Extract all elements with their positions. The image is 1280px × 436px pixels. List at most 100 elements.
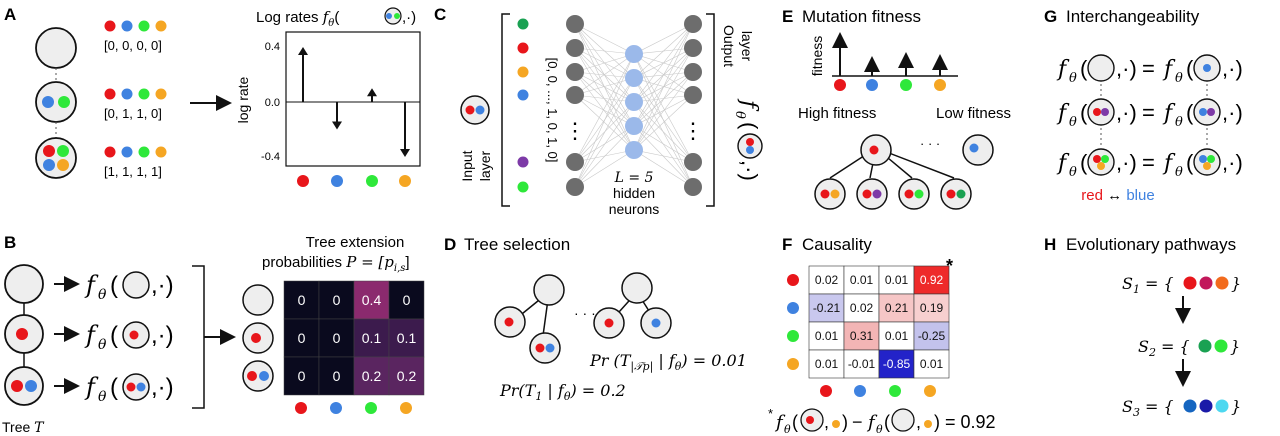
svg-text:(: (	[110, 322, 118, 349]
svg-text:f: f	[1056, 151, 1070, 176]
hidden-neuron	[625, 117, 643, 135]
svg-text:f: f	[736, 98, 761, 112]
panel-title: Mutation fitness	[802, 7, 921, 26]
matrix-cell	[353, 356, 390, 396]
svg-text:,: ,	[824, 412, 829, 432]
svg-text:θ: θ	[784, 423, 791, 436]
causality-cell	[843, 293, 880, 323]
svg-text:(: (	[884, 412, 890, 432]
svg-text:S3 = {: S3 = {	[1122, 397, 1174, 419]
matrix-cell-value: 0.1	[362, 330, 382, 346]
output-ellipsis: ⋮	[682, 118, 704, 143]
svg-text:}: }	[1231, 274, 1241, 293]
column-dot-green	[365, 402, 377, 414]
svg-text:,·): ,·)	[151, 374, 174, 401]
causality-cell-value: -0.25	[918, 329, 946, 343]
fitness-axis-label: fitness	[809, 36, 825, 76]
network-nodes	[566, 15, 702, 196]
causality-cell-value: 0.19	[920, 301, 944, 315]
hidden-label-2: neurons	[609, 201, 660, 217]
matrix-cell-value: 0	[403, 292, 411, 308]
row-genotype	[242, 360, 274, 392]
panel-label-h: H	[1044, 235, 1056, 254]
vector-label: [0, 1, 1, 0]	[104, 106, 162, 121]
causality-cell	[878, 321, 915, 351]
plot-title: Log rates fθ(	[256, 8, 339, 29]
category-dot-orange	[399, 175, 411, 187]
network-connections	[574, 23, 694, 188]
panel-title: Causality	[802, 235, 872, 254]
causality-cell	[878, 265, 915, 295]
causality-cell	[808, 293, 845, 323]
causality-cell-value: 0.01	[885, 273, 909, 287]
ytick: 0.0	[265, 97, 280, 109]
panel-a: A [0, 0, 0, 0] [0, 1, 1, 0] [1, 1, 1, 1]	[4, 5, 421, 187]
causality-cell	[878, 293, 915, 323]
matrix-cell-value: 0	[298, 368, 306, 384]
mutation-dot-orange	[57, 159, 69, 171]
svg-text:θ: θ	[1069, 71, 1077, 86]
y-axis-label: log rate	[235, 76, 251, 123]
causality-cell	[913, 349, 950, 379]
interchange-legend: red ↔ blue	[1081, 187, 1154, 204]
svg-text:θ: θ	[1175, 115, 1183, 130]
svg-text:f: f	[84, 271, 99, 299]
panel-title: Tree selection	[464, 235, 570, 254]
input-ellipsis: ⋮	[564, 118, 586, 143]
matrix-cell	[318, 356, 355, 396]
ytick: 0.4	[265, 41, 280, 53]
genotype-all	[35, 137, 77, 179]
mutation-dot-green	[58, 96, 70, 108]
output-function: f θ ( ,·)	[732, 98, 763, 181]
causality-cell	[843, 349, 880, 379]
svg-text:θ: θ	[1175, 71, 1183, 86]
bar-head-red	[298, 47, 308, 55]
output-neuron	[684, 178, 702, 196]
svg-text:f: f	[84, 373, 99, 401]
svg-text:}: }	[1230, 337, 1240, 356]
panel-title: Evolutionary pathways	[1066, 235, 1236, 254]
output-layer-label: Output	[721, 25, 737, 67]
svg-text:θ: θ	[1069, 165, 1077, 180]
child-node	[814, 178, 846, 210]
causality-equation: * f θ ( , ) − f θ ( , ) = 0.92	[768, 406, 996, 436]
row-dot-orange	[787, 358, 799, 370]
svg-text:}: }	[1231, 397, 1241, 416]
causality-cell-value: 0.01	[885, 329, 909, 343]
matrix-cell-value: 0	[333, 292, 341, 308]
bracket	[192, 265, 205, 409]
svg-text:) = 0.92: ) = 0.92	[934, 412, 996, 432]
causality-cell	[913, 321, 950, 351]
causality-cell-value: -0.01	[848, 357, 876, 371]
panel-title: Interchangeability	[1066, 7, 1200, 26]
f-theta-row-1: f θ ( ,·)	[54, 271, 174, 303]
matrix-cell-value: 0	[298, 330, 306, 346]
svg-text:,·): ,·)	[737, 160, 762, 181]
child-node	[898, 178, 930, 210]
child-node	[856, 178, 888, 210]
output-bracket	[706, 13, 715, 207]
svg-text:f: f	[1162, 151, 1176, 176]
causality-cell	[878, 349, 915, 379]
input-neuron	[566, 15, 584, 33]
input-layer-label: Input	[459, 150, 475, 181]
plot-title-tail: ,·)	[402, 9, 416, 26]
column-dot-orange	[924, 385, 936, 397]
causality-cell-value: 0.21	[885, 301, 909, 315]
high-fitness-label: High fitness	[798, 105, 876, 122]
vector-row-2: [0, 1, 1, 0]	[104, 88, 167, 121]
matrix-cell-value: 0	[333, 368, 341, 384]
input-color-dots	[517, 18, 529, 193]
matrix-cell-value: 0.4	[362, 292, 382, 308]
mutation-dot-green	[57, 145, 69, 157]
matrix-cell	[283, 318, 320, 358]
pathway-s2: S2 = { }	[1138, 337, 1240, 359]
panel-label-e: E	[782, 7, 793, 26]
input-neuron	[566, 39, 584, 57]
vector-label: [1, 1, 1, 1]	[104, 164, 162, 179]
tree-node	[533, 274, 565, 306]
